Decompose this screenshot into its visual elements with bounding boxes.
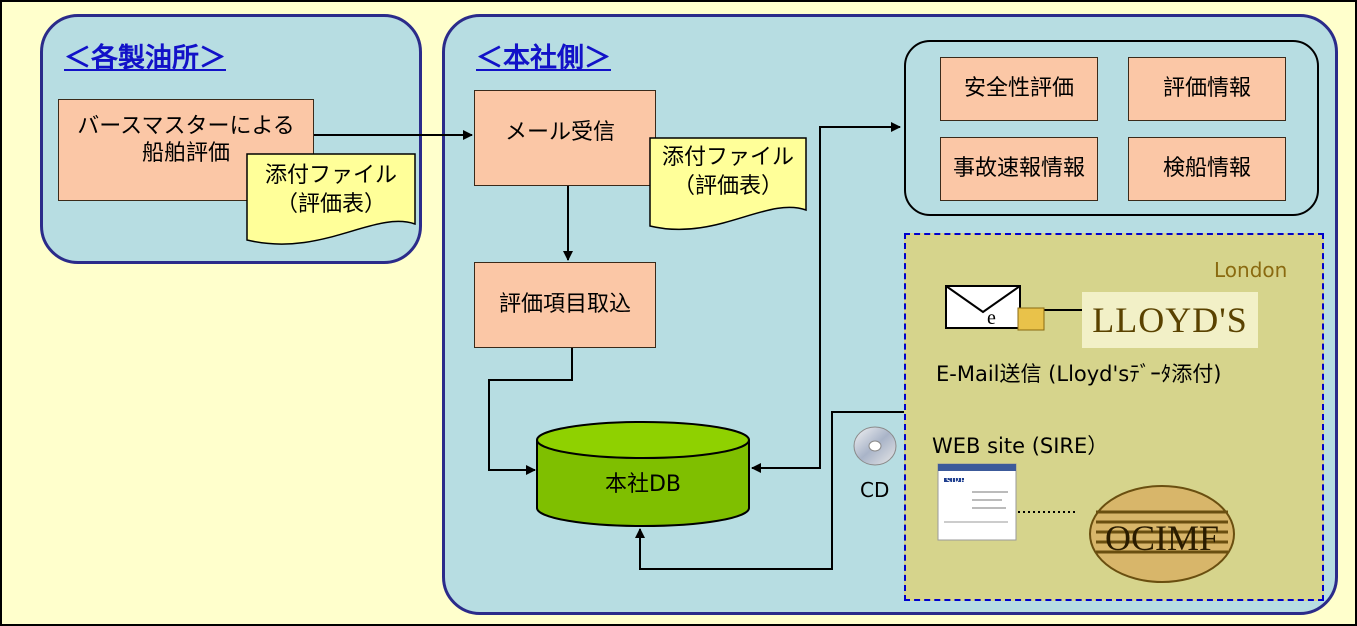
- database-label: 本社DB: [604, 472, 682, 497]
- mail-attachment-label: 添付ファイル （評価表）: [661, 145, 794, 199]
- envelope-letter: e: [987, 307, 996, 329]
- cd-label: CD: [860, 478, 890, 502]
- cd-icon: [853, 426, 897, 466]
- refinery-attachment-label: 添付ファイル （評価表）: [264, 163, 397, 217]
- berth-master-evaluation-label: バースマスターによる 船舶評価: [77, 113, 295, 167]
- info-evaluation-info: 評価情報: [1128, 57, 1286, 121]
- mail-attachment-note: [649, 137, 807, 231]
- info-accident-report-label: 事故速報情報: [952, 156, 1085, 182]
- info-safety-evaluation: 安全性評価: [940, 57, 1098, 121]
- email-caption: E-Mail送信 (Lloyd'sﾃﾞｰﾀ添付): [936, 362, 1222, 386]
- database-cylinder: [536, 421, 750, 527]
- arrow-db-to-info-group: [751, 122, 901, 473]
- sire-logo-text: SIRE: [946, 476, 966, 486]
- arrow-import-to-db: [488, 348, 573, 475]
- london-label: London: [1214, 258, 1288, 282]
- info-evaluation-info-label: 評価情報: [1162, 76, 1251, 102]
- lloyds-logo: LLOYD'S: [1092, 300, 1247, 340]
- web-site-caption: WEB site (SIRE）: [932, 434, 1109, 458]
- mail-receive-label: メール受信: [505, 120, 616, 146]
- envelope-icon: [945, 285, 1045, 331]
- sire-website-thumbnail: [937, 463, 1017, 541]
- ocimf-logo: OCIMF: [1105, 518, 1219, 558]
- info-ship-inspection-label: 検船情報: [1162, 156, 1251, 182]
- info-safety-evaluation-label: 安全性評価: [963, 76, 1074, 102]
- ocimf-logo-bg: [1089, 485, 1235, 583]
- headquarters-panel-title: ＜本社側＞: [476, 43, 611, 74]
- info-accident-report: 事故速報情報: [940, 137, 1098, 201]
- import-items-box: 評価項目取込: [474, 262, 656, 348]
- import-items-label: 評価項目取込: [498, 292, 631, 318]
- refinery-panel-title: ＜各製油所＞: [64, 43, 226, 74]
- refinery-attachment-note: [246, 153, 416, 245]
- arrow-web-to-db: [635, 411, 904, 570]
- lloyds-logo-bg: [1082, 292, 1258, 348]
- mail-receive-box: メール受信: [474, 90, 656, 186]
- info-ship-inspection: 検船情報: [1128, 137, 1286, 201]
